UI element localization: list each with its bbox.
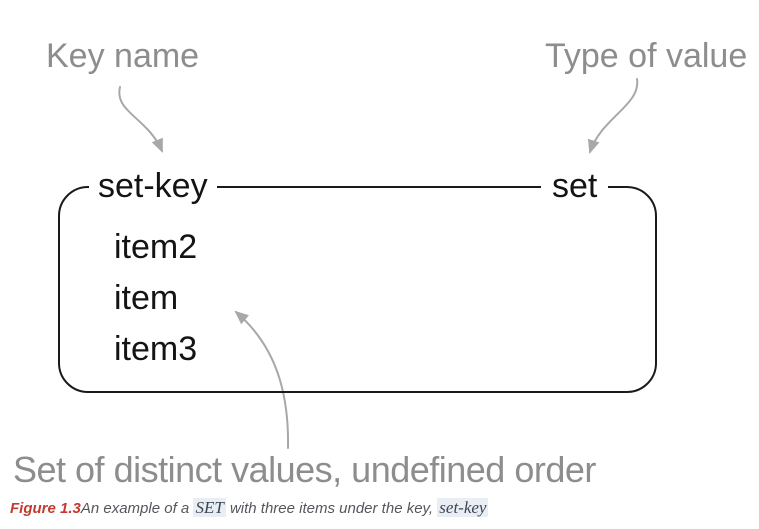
set-description-label: Set of distinct values, undefined order bbox=[13, 449, 596, 490]
figure-caption: Figure 1.3An example of a SET with three… bbox=[10, 498, 489, 518]
set-item: item2 bbox=[114, 228, 198, 266]
caption-code-set: SET bbox=[193, 498, 226, 517]
type-of-value-label: Type of value bbox=[545, 37, 748, 75]
set-item: item bbox=[114, 279, 179, 317]
figure-number: Figure 1.3 bbox=[10, 500, 81, 517]
set-key-label: set-key bbox=[89, 169, 217, 203]
set-item: item3 bbox=[114, 330, 198, 368]
caption-text: An example of a bbox=[80, 500, 194, 517]
set-type-label: set bbox=[541, 169, 609, 203]
key-name-label: Key name bbox=[46, 37, 200, 75]
set-box bbox=[58, 186, 657, 393]
set-note-arrow bbox=[234, 310, 290, 449]
set-items: item2 item item3 bbox=[114, 222, 197, 375]
type-of-value-arrow bbox=[587, 78, 639, 154]
key-name-arrow bbox=[118, 86, 163, 153]
caption-text: with three items under the key, bbox=[225, 500, 438, 517]
caption-code-set-key: set-key bbox=[437, 498, 489, 517]
